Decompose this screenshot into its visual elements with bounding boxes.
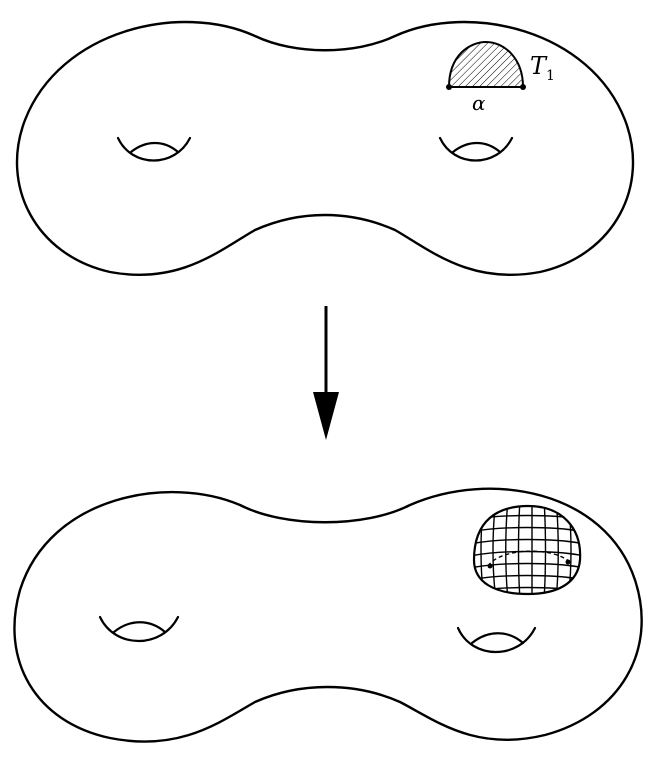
arc-label-alpha: α	[472, 91, 486, 115]
bottom-surface-outline	[14, 489, 641, 742]
top-genus-two-surface: T1 α	[17, 22, 633, 275]
bottom-left-hole-icon	[100, 617, 178, 641]
svg-text:T1: T1	[530, 52, 555, 84]
arc-endpoint-right	[520, 84, 526, 90]
bottom-genus-two-surface	[14, 489, 641, 742]
cap-endpoint-right	[566, 560, 571, 565]
top-right-hole-icon	[440, 138, 512, 161]
half-disk-hatched-fill	[449, 42, 523, 87]
cap-endpoint-left	[488, 564, 493, 569]
attached-cap	[470, 500, 585, 600]
down-arrow-icon	[313, 306, 339, 440]
cap-outline	[474, 506, 580, 594]
bottom-right-hole-icon	[458, 628, 535, 652]
top-left-hole-icon	[118, 138, 190, 161]
region-label-subscript: 1	[546, 68, 555, 84]
half-disk-region	[446, 42, 526, 90]
arc-endpoint-left	[446, 84, 452, 90]
